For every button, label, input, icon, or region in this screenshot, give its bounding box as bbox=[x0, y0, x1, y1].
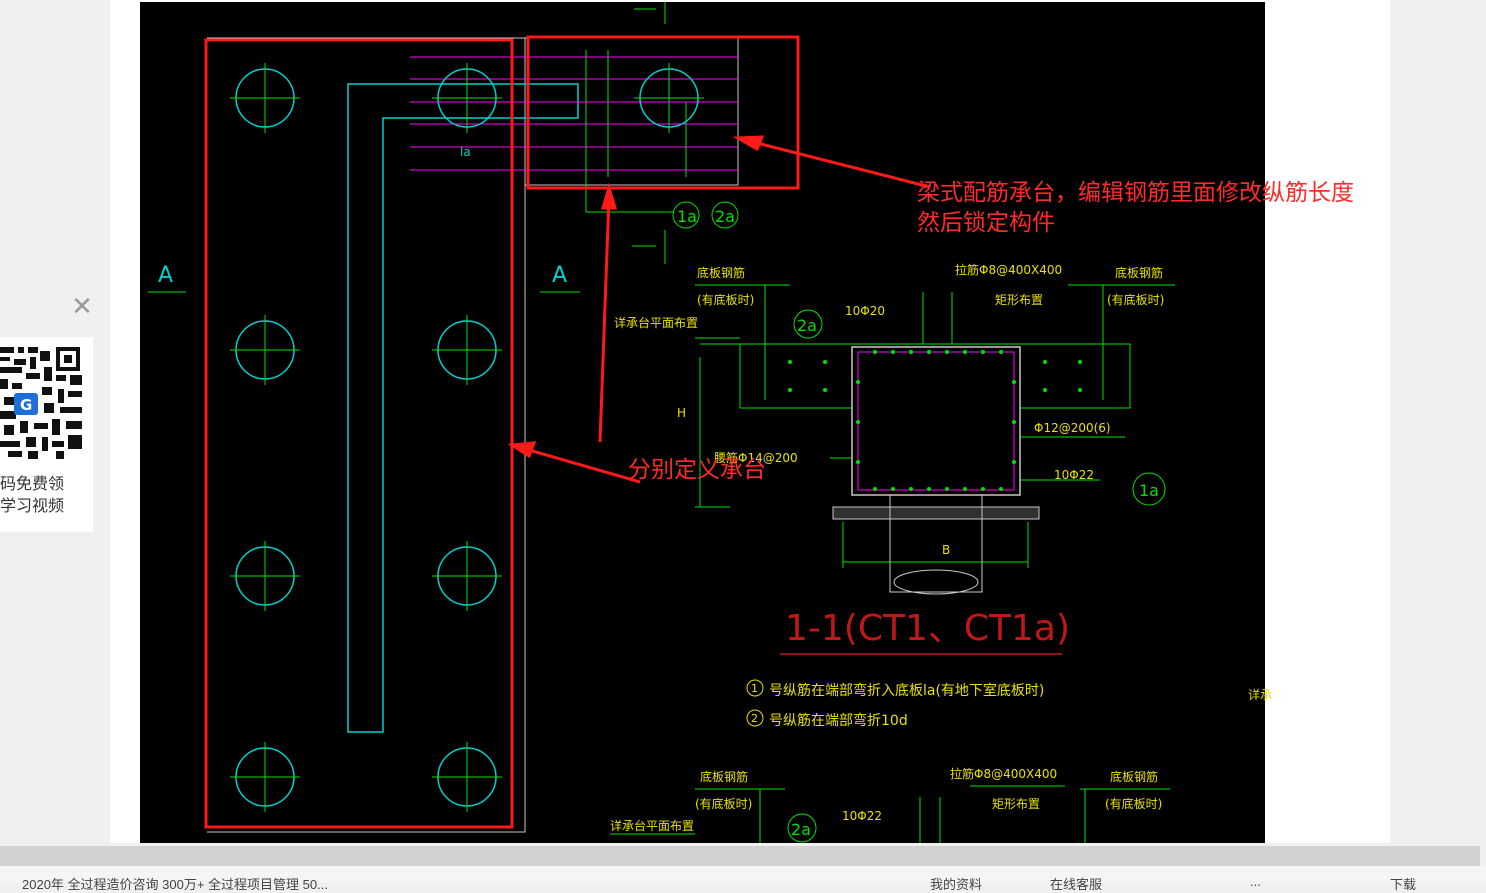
bubble-2a-section: 2a bbox=[797, 316, 817, 335]
second-section-labels: 底板钢筋 (有底板时) 拉筋Φ8@400X400 矩形布置 底板钢筋 (有底板时… bbox=[610, 766, 1162, 833]
cushion-layer bbox=[832, 506, 1040, 520]
waist-bar-label: 腰筋Φ14@200 bbox=[714, 450, 798, 465]
tie-bar-label: 拉筋Φ8@400X400 bbox=[955, 262, 1062, 277]
pile-circles bbox=[235, 68, 699, 807]
qr-code-icon: G bbox=[0, 345, 82, 461]
bubble-1a-section: 1a bbox=[1139, 481, 1159, 500]
top-bars-label: 10Φ20 bbox=[845, 304, 885, 318]
annotation-beam-cap-line1: 梁式配筋承台，编辑钢筋里面修改纵筋长度 bbox=[917, 180, 1354, 206]
second-section-lines bbox=[610, 785, 1170, 843]
qr-text: 码免费领 学习视频 bbox=[0, 473, 93, 517]
rebar-dots bbox=[788, 350, 1082, 491]
qr-promo-panel[interactable]: G 码免费领 学习视频 bbox=[0, 337, 93, 532]
section-mark-right: A bbox=[552, 263, 567, 288]
section-title: 1-1(CT1、CT1a) bbox=[785, 608, 1070, 649]
section-detail-lines bbox=[695, 284, 1175, 568]
qr-text-line2: 学习视频 bbox=[0, 496, 65, 515]
bottom-rebar-right-2-note: (有底板时) bbox=[1105, 796, 1162, 811]
bottom-bar: 2020年 全过程造价咨询 300万+ 全过程项目管理 50... 我的资料 在… bbox=[0, 866, 1486, 892]
annotation-box-cap bbox=[204, 38, 514, 829]
annotation-arrows bbox=[507, 135, 931, 484]
bottom-bars-label: 10Φ22 bbox=[1054, 468, 1094, 482]
section-mark-left: A bbox=[158, 263, 173, 288]
bubble-circle bbox=[787, 813, 817, 843]
bottom-rebar-right-note: (有底板时) bbox=[1107, 292, 1164, 307]
bottom-rebar-left-2-note: (有底板时) bbox=[695, 796, 752, 811]
top-bars-label-2: 10Φ22 bbox=[842, 809, 882, 823]
section-labels: 底板钢筋 (有底板时) 拉筋Φ8@400X400 矩形布置 底板钢筋 (有底板时… bbox=[614, 262, 1164, 557]
bottom-bar-item[interactable]: 我的资料 bbox=[930, 877, 983, 892]
qr-text-line1: 码免费领 bbox=[0, 474, 65, 493]
edge-text: 详承 bbox=[1248, 687, 1272, 702]
bubble-circle bbox=[672, 201, 700, 229]
pile-crosshairs bbox=[230, 63, 704, 812]
stirrup-outline bbox=[857, 351, 1015, 491]
bottom-rebar-right: 底板钢筋 bbox=[1115, 265, 1163, 280]
bottom-bar-item[interactable]: 在线客服 bbox=[1050, 877, 1103, 892]
width-label: B bbox=[942, 543, 950, 557]
cap-outline-extension bbox=[525, 37, 739, 186]
bottom-bar-item[interactable]: ... bbox=[1250, 874, 1261, 889]
stirrup-label: Φ12@200(6) bbox=[1034, 421, 1111, 435]
note-bullet bbox=[746, 679, 764, 697]
annotation-box-beam-cap bbox=[526, 35, 800, 190]
tie-bar-label-2: 拉筋Φ8@400X400 bbox=[950, 766, 1057, 781]
bottom-rebar-left-note: (有底板时) bbox=[697, 292, 754, 307]
rebar-ticks bbox=[585, 50, 687, 213]
note2-num: 2 bbox=[751, 712, 758, 725]
note-bullet bbox=[746, 709, 764, 727]
bottom-bar-item[interactable]: 下载 bbox=[1390, 877, 1417, 892]
bottom-bar-text[interactable]: 2020年 全过程造价咨询 300万+ 全过程项目管理 50... bbox=[22, 877, 328, 892]
rect-layout-label: 矩形布置 bbox=[995, 293, 1043, 307]
pile-section bbox=[889, 495, 983, 593]
annotation-beam-cap-line2: 然后锁定构件 bbox=[917, 210, 1055, 236]
rect-layout-label-2: 矩形布置 bbox=[992, 797, 1040, 811]
beam-section bbox=[851, 346, 1021, 496]
note1-text: 号纵筋在端部弯折入底板la(有地下室底板时) bbox=[769, 682, 1044, 699]
bubble-2a: 2a bbox=[715, 207, 735, 226]
height-label: H bbox=[677, 406, 686, 420]
la-label: la bbox=[460, 145, 471, 159]
note2-text: 号纵筋在端部弯折10d bbox=[769, 712, 908, 729]
cap-plan-label: 详承台平面布置 bbox=[614, 315, 698, 330]
bottom-rebar-left-2: 底板钢筋 bbox=[700, 769, 748, 784]
close-icon[interactable]: ✕ bbox=[71, 291, 93, 321]
bottom-rebar-right-2: 底板钢筋 bbox=[1110, 769, 1158, 784]
bubble-1a: 1a bbox=[677, 207, 697, 226]
pile-break bbox=[893, 569, 979, 595]
annotation-define-separately: 分别定义承台 bbox=[628, 457, 766, 483]
note1-num: 1 bbox=[751, 682, 758, 695]
core-wall-outline bbox=[347, 83, 579, 733]
cad-drawing-viewer[interactable]: A A la bbox=[140, 2, 1354, 843]
cap-plan-label-2: 详承台平面布置 bbox=[610, 818, 694, 833]
bottom-rebar-left: 底板钢筋 bbox=[697, 265, 745, 280]
bubble-circle bbox=[711, 201, 739, 229]
bubble-circle bbox=[793, 309, 823, 339]
bubble-2a-second: 2a bbox=[791, 820, 811, 839]
qr-badge-letter: G bbox=[20, 396, 32, 414]
cap-outline bbox=[207, 37, 526, 833]
bubble-circle bbox=[1132, 472, 1166, 506]
horizontal-scrollbar[interactable] bbox=[0, 846, 1480, 866]
